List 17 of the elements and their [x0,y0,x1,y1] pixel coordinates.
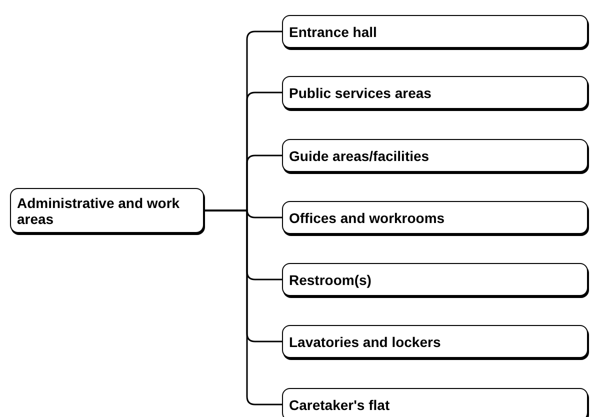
area-box [282,263,588,296]
area-box [282,201,588,234]
area-label: Administrative and work areas [17,194,181,226]
area-label: Offices and workrooms [289,210,445,226]
area-label: Public services areas [289,84,432,100]
area-box [282,325,588,358]
area-label: Restroom(s) [289,272,372,288]
area-box [282,388,588,417]
area-box [282,15,588,48]
area-label: Lavatories and lockers [289,334,441,350]
area-box [282,139,588,172]
main-area-box [10,188,204,233]
area-label: Caretaker's flat [289,396,390,412]
area-box [282,76,588,109]
area-label: Entrance hall [289,24,377,40]
connector-line [204,210,282,406]
area-label: Guide areas/facilities [289,148,430,164]
